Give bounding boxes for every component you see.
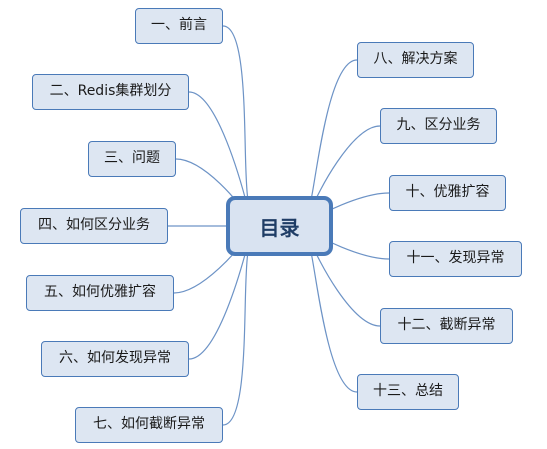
branch-label: 一、前言 bbox=[151, 17, 207, 33]
connector-left bbox=[222, 25, 249, 201]
center-node-label: 目录 bbox=[259, 215, 300, 240]
branch-node-detect-exception[interactable]: 六、如何发现异常 bbox=[41, 341, 189, 377]
branch-label: 五、如何优雅扩容 bbox=[44, 284, 156, 300]
branch-node-cut-off-exception[interactable]: 七、如何截断异常 bbox=[75, 407, 223, 443]
branch-node-graceful-scaling[interactable]: 五、如何优雅扩容 bbox=[26, 275, 174, 311]
branch-label: 四、如何区分业务 bbox=[38, 217, 150, 233]
branch-label: 二、Redis集群划分 bbox=[49, 83, 172, 99]
branch-label: 七、如何截断异常 bbox=[93, 416, 205, 432]
branch-node-problem[interactable]: 三、问题 bbox=[88, 141, 176, 177]
branch-node-intro[interactable]: 一、前言 bbox=[135, 8, 223, 44]
connector-left bbox=[188, 91, 249, 209]
branch-label: 十二、截断异常 bbox=[397, 317, 496, 333]
branch-node-summary[interactable]: 十三、总结 bbox=[357, 374, 459, 410]
branch-label: 八、解决方案 bbox=[373, 51, 458, 67]
branch-label: 十三、总结 bbox=[373, 383, 443, 399]
branch-label: 六、如何发现异常 bbox=[59, 350, 171, 366]
connector-right bbox=[310, 59, 358, 201]
branch-label: 十、优雅扩容 bbox=[405, 184, 490, 200]
branch-node-solution[interactable]: 八、解决方案 bbox=[357, 42, 474, 78]
center-node-toc[interactable]: 目录 bbox=[226, 196, 333, 256]
connector-left bbox=[222, 251, 249, 426]
branch-node-distinguish-business[interactable]: 四、如何区分业务 bbox=[20, 208, 168, 244]
branch-label: 三、问题 bbox=[104, 150, 160, 166]
branch-label: 九、区分业务 bbox=[396, 117, 481, 133]
branch-node-block-exception[interactable]: 十二、截断异常 bbox=[380, 308, 513, 344]
branch-node-find-exception[interactable]: 十一、发现异常 bbox=[389, 241, 522, 277]
branch-node-business-separation[interactable]: 九、区分业务 bbox=[380, 108, 497, 144]
branch-node-scaling[interactable]: 十、优雅扩容 bbox=[389, 175, 506, 211]
connector-right bbox=[310, 251, 358, 393]
branch-label: 十一、发现异常 bbox=[406, 250, 505, 266]
connector-left bbox=[188, 243, 249, 360]
branch-node-redis-cluster[interactable]: 二、Redis集群划分 bbox=[32, 74, 189, 110]
